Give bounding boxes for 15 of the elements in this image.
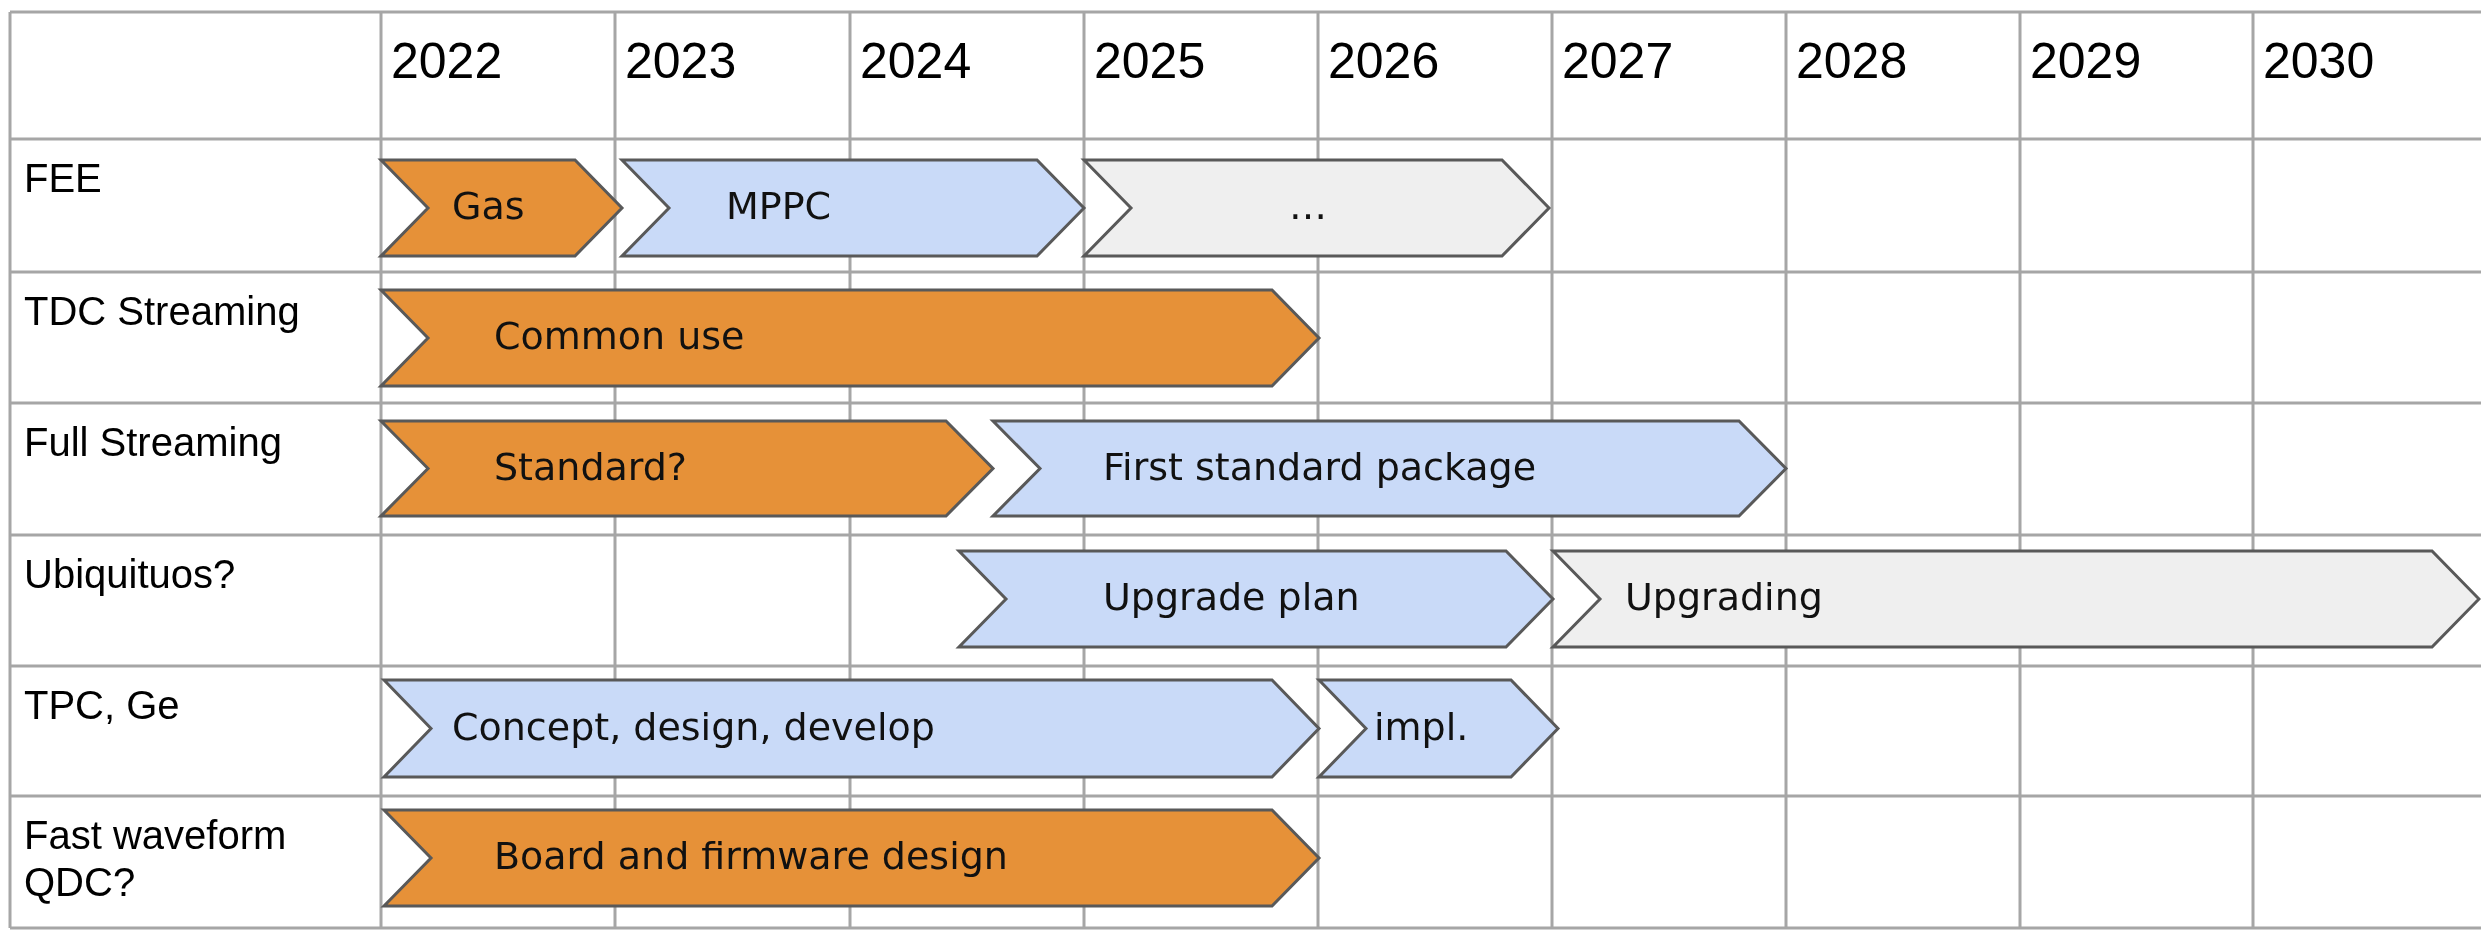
year-header: 2024 [860, 32, 972, 91]
row-header: Ubiquituos? [24, 551, 236, 598]
row-header: Full Streaming [24, 419, 282, 466]
year-header: 2026 [1328, 32, 1440, 91]
year-header: 2030 [2263, 32, 2375, 91]
year-header: 2027 [1562, 32, 1674, 91]
year-header: 2028 [1796, 32, 1908, 91]
row-header: Fast waveform QDC? [24, 812, 288, 907]
year-header: 2023 [625, 32, 737, 91]
year-header: 2029 [2030, 32, 2142, 91]
year-header: 2025 [1094, 32, 1206, 91]
year-header: 2022 [391, 32, 503, 91]
row-header: FEE [24, 155, 102, 202]
row-header: TDC Streaming [24, 288, 300, 335]
row-header: TPC, Ge [24, 682, 180, 729]
